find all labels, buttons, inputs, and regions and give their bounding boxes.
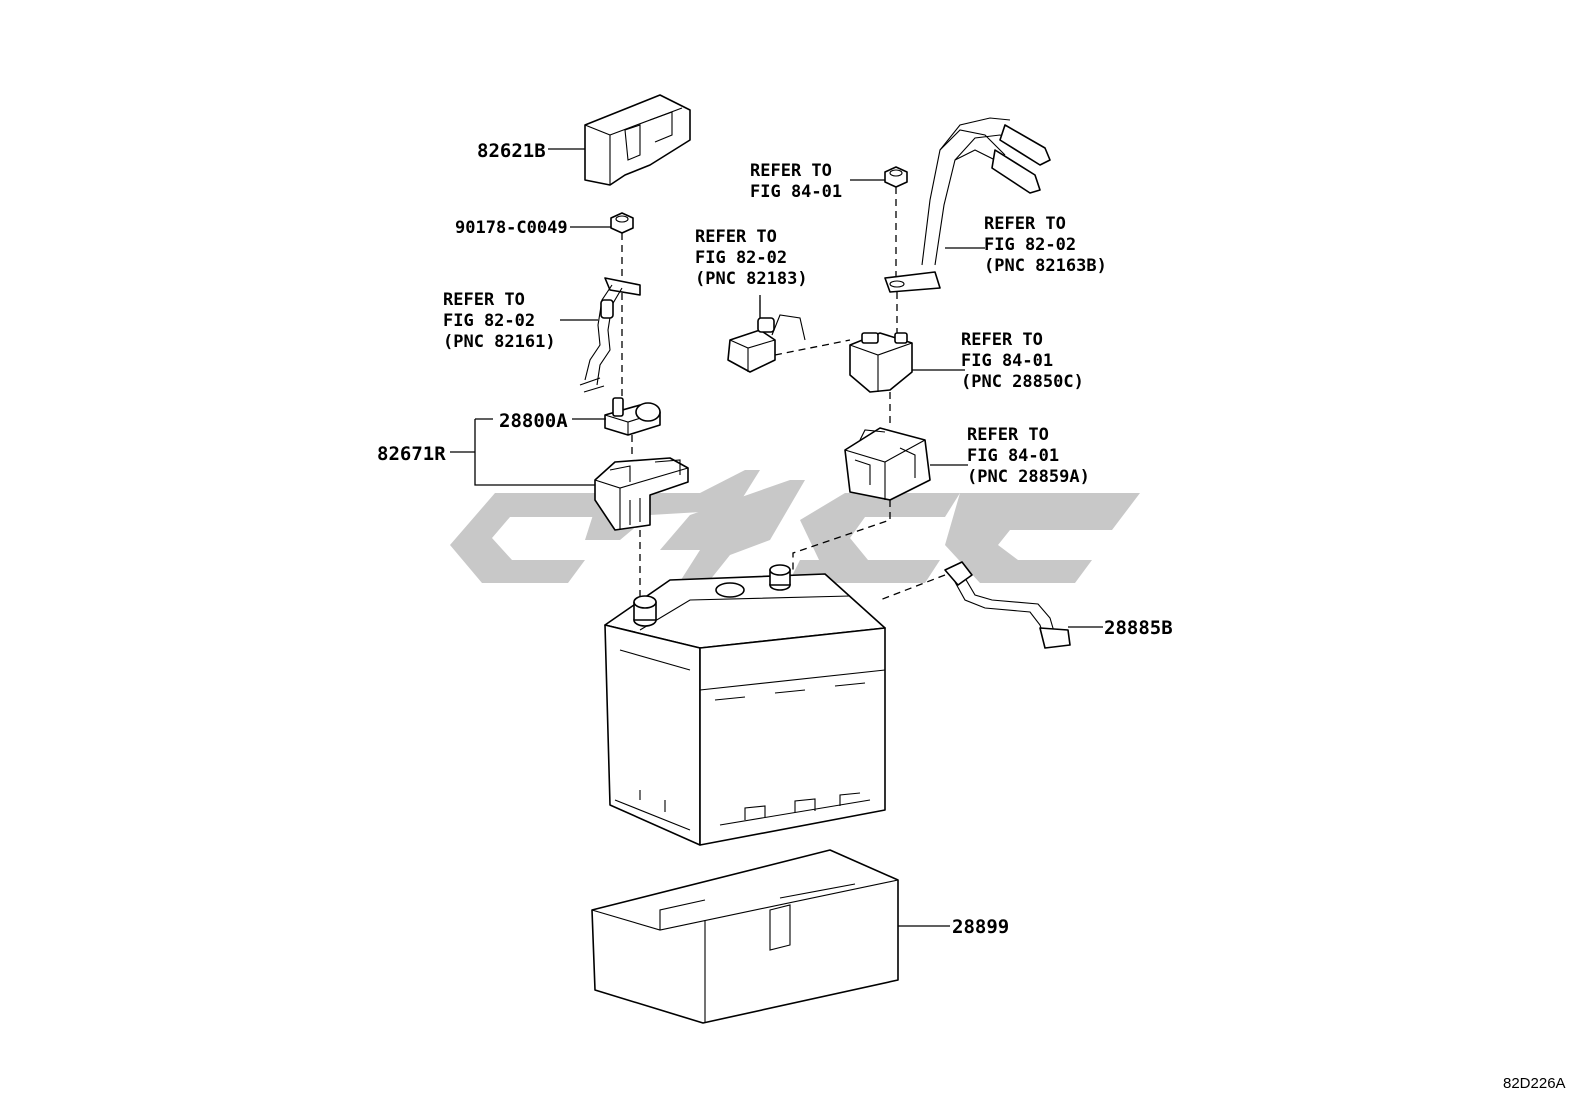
refer-right-mid-3: (PNC 28850C): [961, 372, 1084, 392]
label-82671R: 82671R: [377, 443, 446, 465]
refer-right-mid-2: FIG 84-01: [961, 351, 1053, 371]
cable-82161: [579, 277, 641, 393]
holder-28859A: [844, 427, 931, 501]
refer-right-top-1: REFER TO: [984, 214, 1066, 234]
refer-mid-left-1: REFER TO: [695, 227, 777, 247]
refer-right-top-3: (PNC 82163B): [984, 256, 1107, 276]
refer-right-mid-1: REFER TO: [961, 330, 1043, 350]
terminal-clamp-28800A: [604, 397, 661, 436]
battery-tray-28899: [591, 849, 899, 1024]
nut-right: [884, 166, 908, 188]
terminal-cover-82621B: [584, 94, 691, 186]
vent-hose-28885B: [944, 561, 1071, 649]
battery: [604, 564, 886, 846]
refer-mid-left-3: (PNC 82183): [695, 269, 808, 289]
refer-left-3: (PNC 82161): [443, 332, 556, 352]
refer-right-low-1: REFER TO: [967, 425, 1049, 445]
refer-mid-left-2: FIG 82-02: [695, 248, 787, 268]
refer-right-low-3: (PNC 28859A): [967, 467, 1090, 487]
label-28899: 28899: [952, 916, 1009, 938]
terminal-block-82671R: [594, 457, 689, 531]
figure-code: 82D226A: [1503, 1075, 1566, 1092]
refer-left-1: REFER TO: [443, 290, 525, 310]
refer-top-mid-1: REFER TO: [750, 161, 832, 181]
label-82621B: 82621B: [477, 140, 546, 162]
connector-82183: [727, 300, 806, 373]
refer-top-mid-2: FIG 84-01: [750, 182, 842, 202]
nut-90178: [610, 212, 634, 234]
refer-right-low-2: FIG 84-01: [967, 446, 1059, 466]
refer-left-2: FIG 82-02: [443, 311, 535, 331]
refer-right-top-2: FIG 82-02: [984, 235, 1076, 255]
cable-82163B: [884, 117, 1051, 293]
label-90178: 90178-C0049: [455, 218, 568, 238]
sensor-28850C: [849, 332, 913, 393]
label-28885B: 28885B: [1104, 617, 1173, 639]
label-28800A: 28800A: [499, 410, 568, 432]
